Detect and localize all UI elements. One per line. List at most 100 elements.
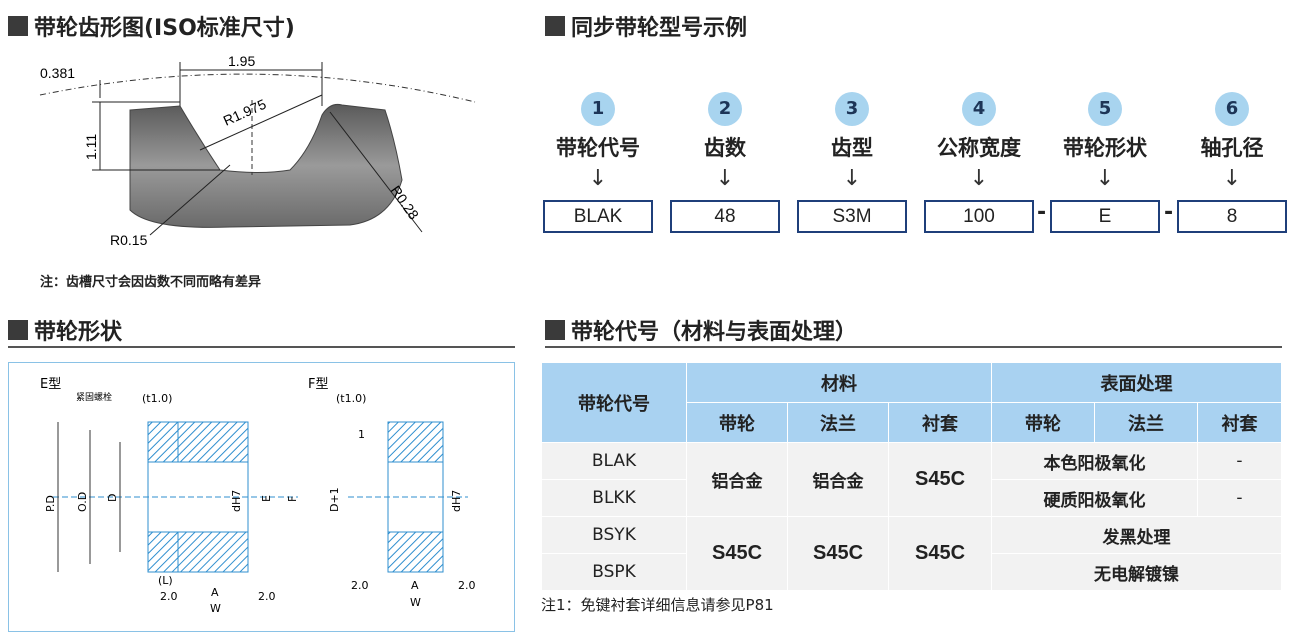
step-label: 轴孔径 (1200, 136, 1264, 160)
table-row: BLKK 硬质阳极氧化 - (541, 479, 1282, 517)
step-label: 齿数 (704, 136, 746, 160)
e-label: E (260, 495, 273, 502)
e-type-label: E型 (40, 377, 61, 392)
dim-1-label: 1 (358, 428, 365, 441)
model-step: 1 带轮代号 ↓ (543, 92, 653, 190)
e-hub-bottom (177, 531, 249, 573)
code-box-shape: E (1050, 200, 1160, 233)
section-title-text: 同步带轮型号示例 (571, 16, 748, 41)
model-step: 2 齿数 ↓ (670, 92, 780, 190)
section-divider (545, 346, 1282, 348)
model-step: 5 带轮形状 ↓ (1050, 92, 1160, 190)
step-number: 4 (962, 92, 996, 126)
dh7-label: dH7 (450, 490, 463, 512)
w-label: W (210, 602, 221, 615)
d1-label: D+1 (328, 487, 341, 512)
section-title-tooth-profile: 带轮齿形图(ISO标准尺寸) (8, 10, 295, 42)
tooth-note: 注：齿槽尺寸会因齿数不同而略有差异 (40, 275, 262, 290)
step-number: 3 (835, 92, 869, 126)
down-arrow-icon: ↓ (715, 166, 735, 191)
square-bullet-icon (8, 16, 28, 36)
surface-cell: 无电解镀镍 (991, 553, 1282, 591)
square-bullet-icon (545, 16, 565, 36)
material-table: 带轮代号 材料 表面处理 带轮 法兰 衬套 带轮 法兰 衬套 BLAK 铝合金 … (541, 362, 1282, 591)
step-number: 2 (708, 92, 742, 126)
dim-offset-text: 0.381 (40, 65, 75, 81)
code-box-tooth-type: S3M (797, 200, 907, 233)
separator-dash: - (1037, 200, 1047, 225)
d-label: D (106, 494, 119, 502)
header-pulley: 带轮 (686, 402, 788, 443)
header-flange: 法兰 (1094, 402, 1198, 443)
pd-label: P.D (44, 495, 57, 512)
header-code: 带轮代号 (541, 362, 687, 443)
code-cell: BLKK (541, 479, 687, 517)
section-title-model-example: 同步带轮型号示例 (545, 10, 747, 42)
surface-cell: - (1197, 479, 1282, 517)
section-divider (8, 346, 515, 348)
a-label: A (211, 586, 219, 599)
radius-main-text: R1.975 (221, 96, 269, 129)
f-label: F (286, 496, 299, 502)
step-number: 6 (1215, 92, 1249, 126)
material-cell: S45C (888, 442, 992, 517)
dim-2-label: 2.0 (458, 579, 476, 592)
dim-2-label: 2.0 (351, 579, 369, 592)
step-number: 1 (581, 92, 615, 126)
material-cell: S45C (686, 516, 788, 591)
od-label: O.D (76, 492, 89, 512)
tooth-body (129, 104, 403, 228)
step-label: 齿型 (831, 136, 873, 160)
down-arrow-icon: ↓ (969, 166, 989, 191)
table-row: BSYK S45C S45C S45C 发黑处理 (541, 516, 1282, 591)
shape-diagram: E型 紧固螺栓 (t1.0) P.D O.D D dH7 E F (L) 2.0… (40, 377, 476, 615)
model-step: 6 轴孔径 ↓ (1177, 92, 1287, 190)
square-bullet-icon (545, 320, 565, 340)
down-arrow-icon: ↓ (1222, 166, 1242, 191)
material-cell: 铝合金 (787, 442, 889, 517)
w-label: W (410, 596, 421, 609)
code-cell: BSPK (541, 553, 687, 591)
header-surface: 表面处理 (991, 362, 1282, 403)
section-title-text: 带轮代号（材料与表面处理） (571, 320, 858, 345)
code-cell: BSYK (541, 516, 687, 554)
section-title-shape: 带轮形状 (8, 314, 122, 346)
header-material: 材料 (686, 362, 992, 403)
shape-diagram-frame (8, 362, 515, 632)
section-title-text: 带轮齿形图(ISO标准尺寸) (34, 16, 295, 41)
a-label: A (411, 579, 419, 592)
table-row: BLAK 铝合金 铝合金 S45C 本色阳极氧化 - (541, 442, 1282, 517)
surface-cell: 硬质阳极氧化 (991, 479, 1198, 517)
header-flange: 法兰 (787, 402, 889, 443)
step-number: 5 (1088, 92, 1122, 126)
f-hub-bottom (387, 531, 444, 573)
dim-2-label: 2.0 (258, 590, 276, 603)
code-cell: BLAK (541, 442, 687, 480)
thickness-label: (t1.0) (336, 392, 366, 405)
material-cell: S45C (787, 516, 889, 591)
table-note: 注1：免键衬套详细信息请参见P81 (541, 596, 774, 614)
step-label: 带轮形状 (1063, 136, 1147, 160)
dim-pitch-text: 1.95 (228, 53, 255, 69)
section-title-code-material: 带轮代号（材料与表面处理） (545, 314, 857, 346)
dim-height-text: 1.11 (83, 134, 99, 160)
step-label: 带轮代号 (556, 136, 640, 160)
l-label: (L) (158, 574, 173, 587)
down-arrow-icon: ↓ (842, 166, 862, 191)
header-pulley: 带轮 (991, 402, 1095, 443)
surface-cell: 本色阳极氧化 (991, 442, 1198, 480)
thickness-label: (t1.0) (142, 392, 172, 405)
separator-dash: - (1164, 200, 1174, 225)
code-box-bore: 8 (1177, 200, 1287, 233)
dh7-label: dH7 (230, 490, 243, 512)
down-arrow-icon: ↓ (1095, 166, 1115, 191)
screw-label: 紧固螺栓 (76, 391, 112, 403)
table-row: BSPK 无电解镀镍 (541, 553, 1282, 591)
e-hub-top (177, 421, 249, 463)
header-sleeve: 衬套 (1197, 402, 1282, 443)
tooth-profile-diagram: 1.95 0.381 1.11 R1.975 R0.28 R0.15 (39, 53, 476, 248)
dim-2-label: 2.0 (160, 590, 178, 603)
f-hub-top (387, 421, 444, 463)
f-type-label: F型 (308, 377, 328, 392)
model-step: 3 齿型 ↓ (797, 92, 907, 190)
